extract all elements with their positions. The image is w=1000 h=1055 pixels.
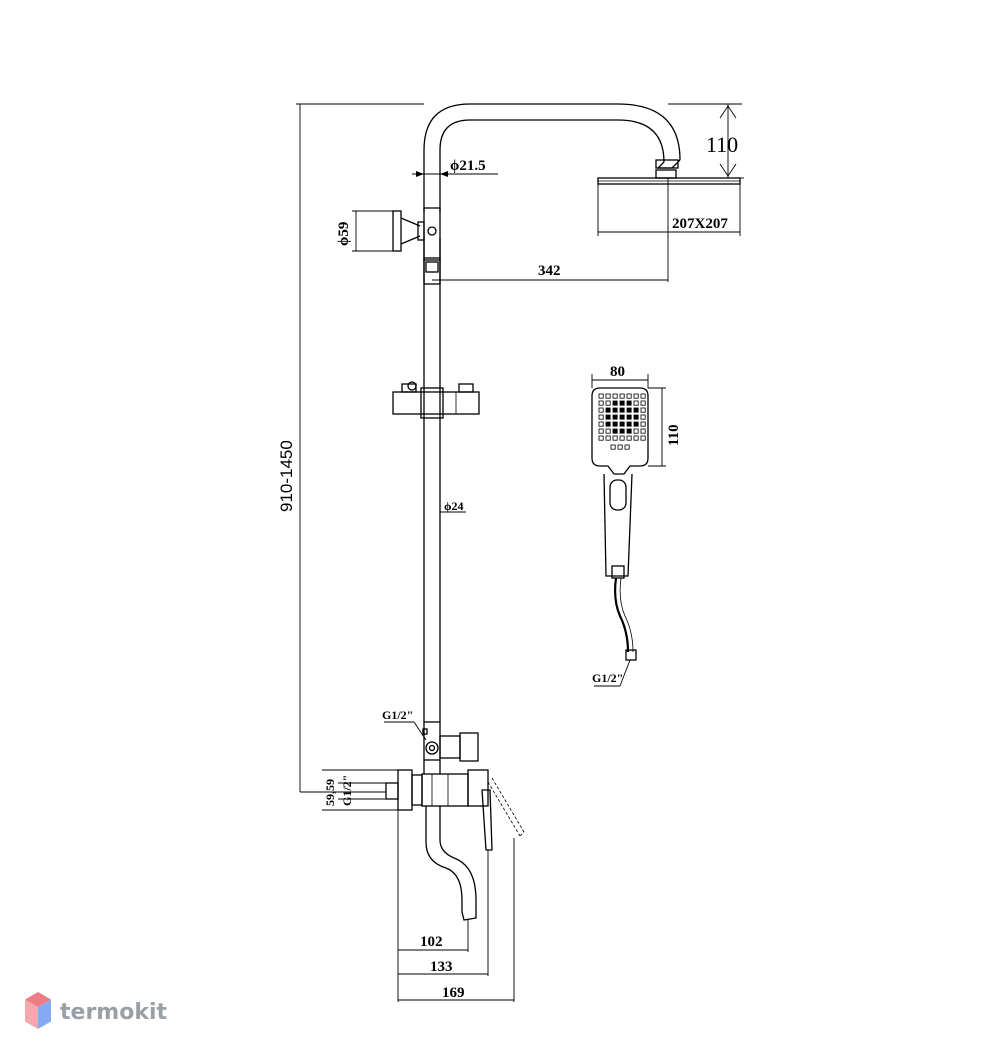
nozzle: [619, 407, 625, 413]
mixer-thread-label: G1/2": [340, 775, 354, 806]
nozzle: [633, 435, 639, 441]
nozzle: [612, 407, 618, 413]
arm-reach-label: 342: [538, 263, 561, 279]
dim-hose-thread: G1/2": [592, 659, 631, 687]
dim-rail-height: 910-1450: [277, 103, 424, 793]
head-size-label: 207X207: [672, 216, 728, 232]
nozzle: [605, 393, 611, 399]
nozzle: [605, 400, 611, 406]
termokit-logo-icon: [25, 992, 51, 1029]
nozzle: [598, 421, 604, 427]
nozzle: [626, 393, 632, 399]
nozzle: [612, 428, 618, 434]
dim-spout-depths: 102 133 169: [397, 810, 515, 1002]
shower-rail: [423, 103, 681, 722]
nozzle: [610, 444, 616, 450]
nozzle: [619, 421, 625, 427]
nozzle: [605, 407, 611, 413]
spout-depth-133-label: 133: [430, 959, 453, 975]
nozzle: [612, 400, 618, 406]
nozzle: [640, 400, 646, 406]
nozzle: [633, 393, 639, 399]
nozzle: [640, 435, 646, 441]
nozzle: [640, 393, 646, 399]
dim-hand-width: 80: [591, 364, 649, 388]
nozzle: [619, 435, 625, 441]
nozzle: [617, 444, 623, 450]
nozzle: [624, 444, 630, 450]
dim-head-size: 207X207: [597, 184, 741, 236]
nozzle: [640, 421, 646, 427]
hand-shower-nozzles: [598, 393, 646, 450]
nozzle: [619, 393, 625, 399]
nozzle: [640, 428, 646, 434]
nozzle: [612, 414, 618, 420]
nozzle: [633, 414, 639, 420]
rain-shower-head: [597, 177, 741, 185]
dim-hand-height: 110: [648, 387, 682, 467]
diverter-thread-label: G1/2": [382, 708, 413, 722]
nozzle: [626, 407, 632, 413]
nozzle: [612, 435, 618, 441]
rail-diameter-label: ϕ24: [444, 499, 464, 513]
dim-head-height: 110: [668, 103, 744, 179]
nozzle: [598, 428, 604, 434]
nozzle: [598, 414, 604, 420]
nozzle: [605, 428, 611, 434]
mixer-body: [385, 760, 525, 851]
pipe-diameter-label: ϕ21.5: [450, 158, 486, 174]
nozzle: [640, 414, 646, 420]
wall-bracket-top: [392, 207, 441, 261]
nozzle: [640, 407, 646, 413]
nozzle: [633, 407, 639, 413]
nozzle: [605, 414, 611, 420]
dim-bracket-diameter: ϕ59: [336, 210, 393, 252]
hose-thread-label: G1/2": [592, 671, 623, 685]
nozzle: [619, 414, 625, 420]
bracket-diameter-label: ϕ59: [336, 222, 352, 246]
nozzle: [633, 400, 639, 406]
nozzle: [633, 428, 639, 434]
dim-rail-diameter: ϕ24: [440, 499, 466, 513]
nozzle: [612, 421, 618, 427]
spout-depth-102-label: 102: [420, 934, 443, 950]
nozzle: [605, 435, 611, 441]
hand-height-label: 110: [666, 424, 682, 446]
nozzle: [626, 435, 632, 441]
dim-arm-reach: 342: [432, 178, 669, 282]
nozzle: [598, 407, 604, 413]
spout-depth-169-label: 169: [442, 985, 465, 1001]
dim-pipe-diameter: ϕ21.5: [412, 158, 498, 177]
nozzle: [598, 393, 604, 399]
nozzle: [598, 435, 604, 441]
hand-shower-slider: [392, 381, 480, 419]
nozzle: [626, 421, 632, 427]
rail-height-label: 910-1450: [277, 440, 296, 512]
mixer-flange-label: 59,59: [323, 779, 337, 806]
nozzle: [633, 421, 639, 427]
dim-diverter-thread: G1/2": [382, 708, 427, 741]
nozzle: [619, 400, 625, 406]
hand-width-label: 80: [610, 364, 625, 380]
bath-spout: [425, 806, 477, 921]
diverter: [422, 721, 479, 762]
termokit-watermark: termokit: [25, 992, 167, 1029]
nozzle: [598, 400, 604, 406]
head-height-label: 110: [706, 132, 738, 157]
nozzle: [626, 400, 632, 406]
nozzle: [626, 428, 632, 434]
nozzle: [612, 393, 618, 399]
nozzle: [605, 421, 611, 427]
dim-mixer-flange: 59,59 G1/2": [322, 769, 398, 811]
nozzle: [626, 414, 632, 420]
nozzle: [619, 428, 625, 434]
brand-name: termokit: [60, 1000, 167, 1025]
hand-shower: [591, 387, 649, 661]
